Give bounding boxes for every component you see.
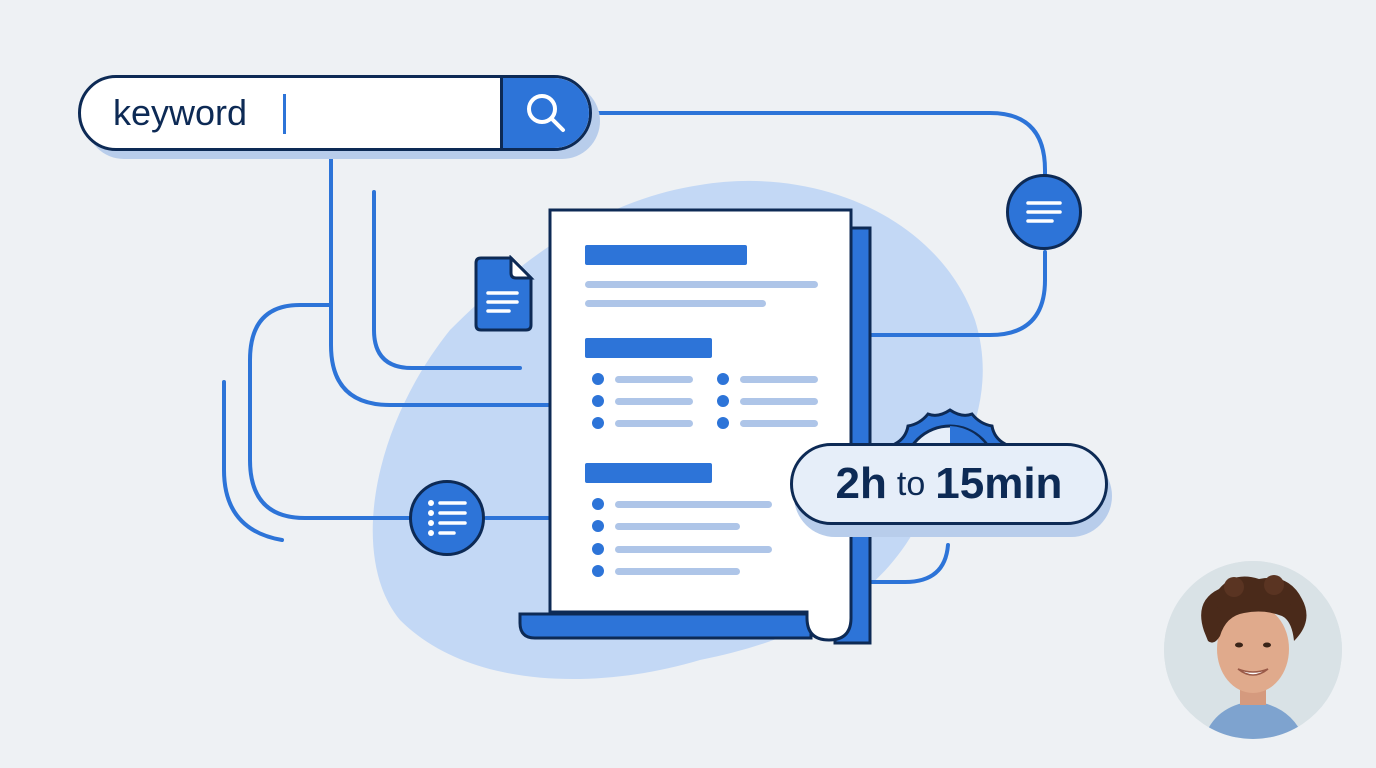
avatar: [1164, 561, 1342, 739]
connector-badge-doc: [870, 543, 950, 584]
bulleted-list-node[interactable]: [409, 480, 485, 556]
text-caret: [283, 94, 286, 134]
search-icon: [527, 94, 565, 132]
search-button[interactable]: [500, 78, 589, 148]
text-lines-node[interactable]: [1006, 174, 1082, 250]
connector-branch-left: [248, 303, 412, 520]
bulleted-list-icon: [428, 500, 467, 536]
connector-inner: [372, 190, 522, 370]
connector-search-right: [596, 111, 1047, 180]
connector-far-left: [222, 380, 284, 542]
search-box: [78, 75, 592, 151]
badge-to: 15min: [935, 459, 1063, 508]
text-lines-icon: [1026, 201, 1062, 223]
file-document-icon: [474, 255, 535, 332]
connector-right-doc: [868, 250, 1047, 337]
time-saved-badge: 2h to 15min: [790, 443, 1112, 537]
search-input[interactable]: [113, 78, 493, 148]
connector-search-down: [329, 155, 550, 407]
document-page: [518, 208, 872, 645]
badge-from: 2h: [835, 459, 887, 508]
search-bar: [78, 75, 600, 159]
person-avatar: [1164, 561, 1342, 739]
badge-box: 2h to 15min: [790, 443, 1108, 525]
badge-connector: to: [896, 464, 926, 503]
